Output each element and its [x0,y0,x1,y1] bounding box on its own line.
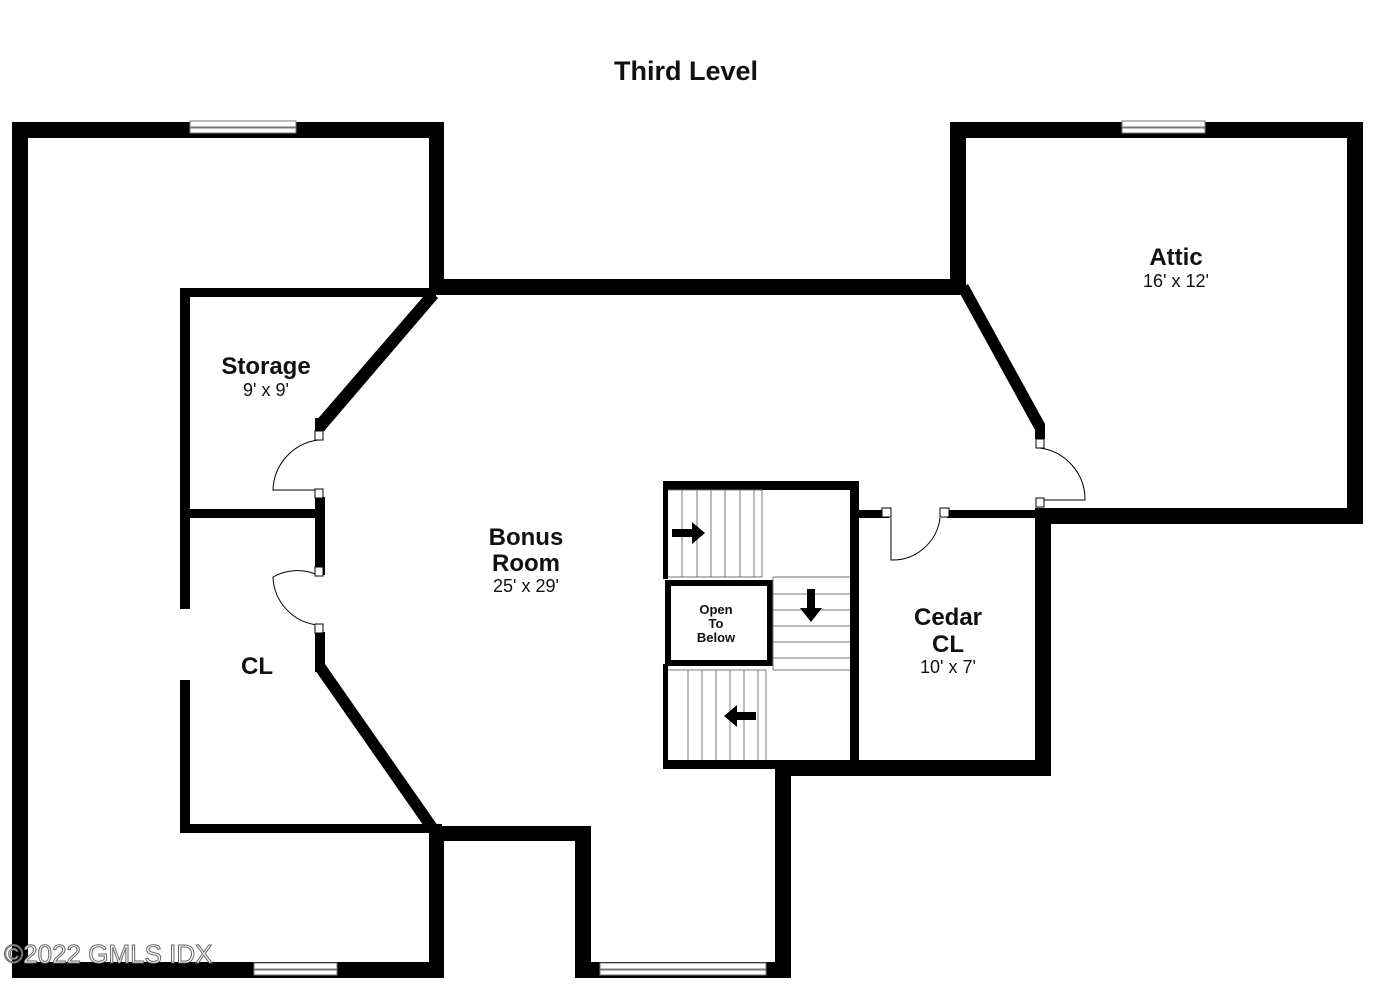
door-cedar [890,517,941,561]
window-bottom-center [599,962,767,970]
stairs [668,489,850,760]
doors [272,430,1086,634]
room-name-storage: Storage [221,353,310,380]
room-name-bonus-line2: Room [492,550,560,577]
room-name-attic: Attic [1149,244,1202,271]
room-name-cedar-line1: Cedar [914,604,982,631]
window-top-left [189,120,297,128]
door-storage [272,439,319,491]
open-to-below-line1: Open [699,602,732,617]
watermark: ©2022 GMLS IDX [4,939,212,969]
room-name-cedar-line2: CL [932,631,964,658]
open-to-below-line2: To [709,616,724,631]
room-name-bonus-line1: Bonus [489,524,564,551]
windows [189,120,1206,976]
room-name-closet: CL [241,653,273,680]
door-attic [1039,447,1086,501]
room-dims-attic: 16' x 12' [1143,271,1209,291]
room-dims-cedar: 10' x 7' [920,657,976,677]
window-bottom-left [253,962,338,970]
door-closet [272,570,319,626]
arrow-right-icon [672,522,705,544]
room-dims-storage: 9' x 9' [243,380,289,400]
plan-title: Third Level [614,56,758,86]
open-to-below-line3: Below [697,630,736,645]
arrow-down-icon [800,589,822,622]
room-dims-bonus: 25' x 29' [493,576,559,596]
walls [12,122,1363,978]
arrow-left-icon [724,705,756,727]
window-top-right [1121,120,1206,128]
